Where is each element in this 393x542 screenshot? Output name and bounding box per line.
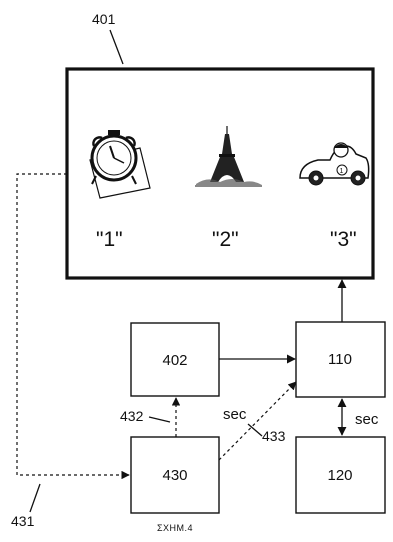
- block-402-label: 402: [162, 352, 187, 369]
- svg-text:1: 1: [340, 168, 344, 175]
- sec-label-diagonal: sec: [223, 406, 247, 423]
- block-120-label: 120: [327, 467, 352, 484]
- ref-433-leader: [248, 424, 262, 436]
- ref-433: 433: [262, 428, 286, 444]
- ref-431: 431: [11, 513, 35, 529]
- ref-432-leader: [149, 417, 170, 422]
- block-430-label: 430: [162, 467, 187, 484]
- screen-label-2: "2": [212, 228, 239, 251]
- screen-reference-label: 401: [92, 11, 116, 27]
- ref-431-leader: [30, 484, 40, 512]
- screen-label-1: "1": [96, 228, 123, 251]
- screen-label-3: "3": [330, 228, 357, 251]
- ref-432: 432: [120, 408, 144, 424]
- figure-caption: ΣΧΗΜ.4: [157, 523, 193, 533]
- screen-reference-leader: [110, 30, 123, 64]
- sec-label-vertical: sec: [355, 411, 379, 428]
- block-110-label: 110: [328, 351, 352, 368]
